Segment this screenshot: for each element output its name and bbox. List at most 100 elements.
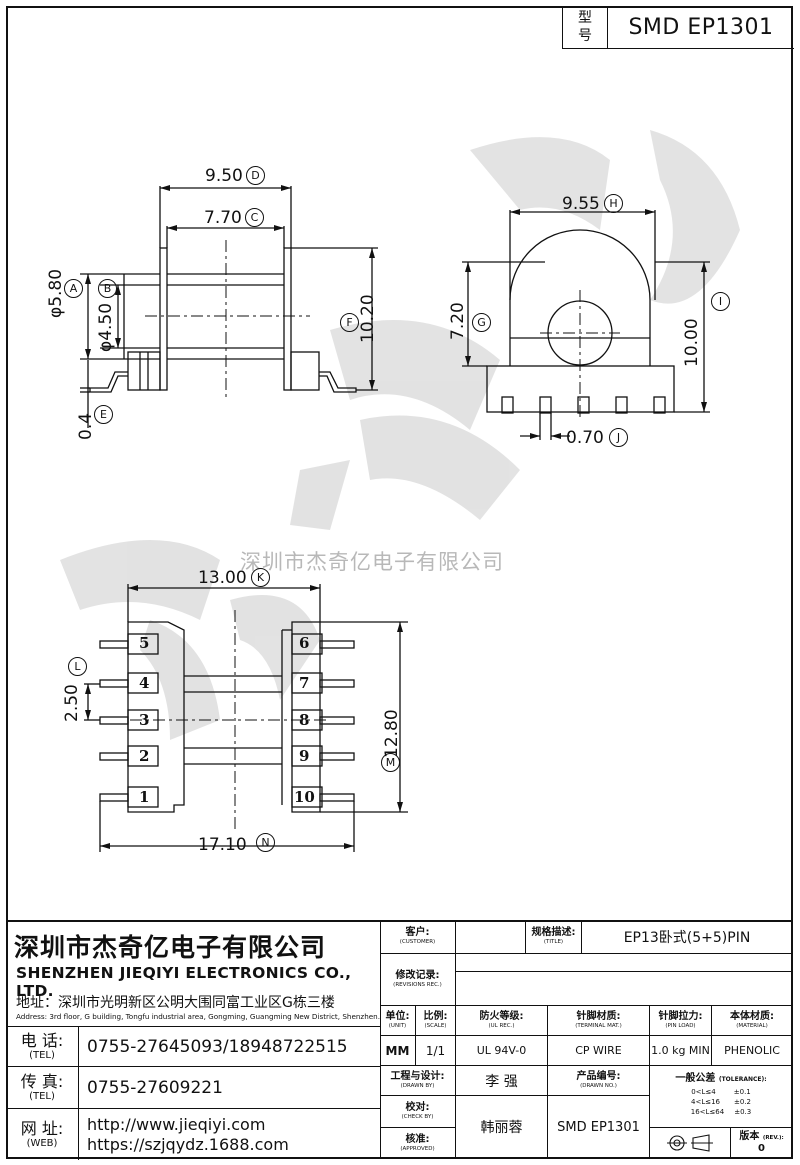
tolerance-range: 4<L≤16 [691,1098,720,1106]
dim-k-tag: K [251,568,270,587]
tolerance-label-en: (TOLERANCE): [718,1076,767,1083]
tolerance-title: 一般公差 (TOLERANCE): [675,1069,766,1084]
approved-label-cn: 核准: [405,1133,430,1145]
pinload-label: 针脚拉力: (PIN LOAD) [650,1006,712,1036]
pin-label-8: 8 [299,711,310,729]
terminal-label: 针脚材质: (TERMINAL MAT.) [548,1006,650,1036]
tolerance-value: ±0.1 [733,1088,751,1096]
tel-value: 0755-27645093/18948722515 [87,1037,348,1057]
dim-h-value: 9.55 [562,194,600,214]
unit-value: MM [380,1036,416,1066]
dim-d-value: 9.50 [205,166,243,186]
shop-link[interactable]: https://szjqydz.1688.com [87,1134,289,1154]
tolerance-row-1: 0<L≤4 ±0.1 [691,1087,751,1097]
rev-label: 版本 (REV.): [739,1131,783,1143]
rev-block: 版本 (REV.): 0 [731,1128,793,1159]
title-block [6,920,793,1161]
dim-n-value: 17.10 [198,835,247,855]
dim-j-value: 0.70 [566,428,604,448]
drawn-label-cn: 工程与设计: [390,1071,445,1082]
customer-label-en: (CUSTOMER) [399,939,436,945]
title-label-en: (TITLE) [543,939,564,945]
pin-label-6: 6 [299,634,310,652]
customer-label-cn: 客户: [405,927,430,938]
dim-c-tag: C [245,208,264,227]
material-label-cn: 本体材质: [730,1011,774,1022]
model-label-line2: 号 [578,28,592,44]
revisions-label: 修改记录: (REVISIONS REC.) [380,954,456,1006]
dim-g-tag: G [472,313,491,332]
pin-label-1: 1 [139,788,150,806]
dim-m-tag: M [381,753,400,772]
check-label-en: (CHECK BY) [401,1114,434,1120]
fax-label: 传 真: (TEL) [6,1067,79,1109]
approved-label: 核准: (APPROVED) [380,1128,456,1159]
check-label-cn: 校对: [405,1102,430,1113]
tel-row: 电 话: (TEL) 0755-27645093/18948722515 [6,1026,380,1067]
unit-label: 单位: (UNIT) [380,1006,416,1036]
tel-label: 电 话: (TEL) [6,1027,79,1067]
dim-h-tag: H [604,194,623,213]
drawn-no-label-en: (DRAWN NO.) [580,1083,617,1089]
tolerance-row-3: 16<L≤64 ±0.3 [691,1107,751,1117]
drawn-value: 李 强 [456,1066,548,1096]
tolerance-value: ±0.2 [734,1098,751,1106]
drawn-label-en: (DRAWN BY) [400,1083,435,1089]
rev-label-en: (REV.): [762,1135,784,1141]
pin-label-9: 9 [299,747,310,765]
website-link[interactable]: http://www.jieqiyi.com [87,1114,266,1134]
web-label-cn: 网 址: [20,1118,64,1138]
web-label: 网 址: (WEB) [6,1109,79,1160]
terminal-value: CP WIRE [548,1036,650,1066]
rev-value: 0 [758,1143,765,1154]
unit-label-en: (UNIT) [388,1023,407,1029]
revisions-line-1 [456,954,793,972]
dim-n-tag: N [256,833,275,852]
drawn-label: 工程与设计: (DRAWN BY) [380,1066,456,1096]
web-values: http://www.jieqiyi.com https://szjqydz.1… [79,1109,380,1160]
dim-m-value: 12.80 [382,709,402,758]
drawn-no-value: SMD EP1301 [548,1096,650,1159]
check-label: 校对: (CHECK BY) [380,1096,456,1128]
watermark-text: 深圳市杰奇亿电子有限公司 [240,550,504,574]
material-label-en: (MATERIAL) [736,1023,768,1029]
model-number: SMD EP1301 [628,14,774,40]
dim-l-tag: L [68,657,87,676]
pin-label-5: 5 [139,634,150,652]
check-value: 韩丽蓉 [456,1096,548,1159]
terminal-label-cn: 针脚材质: [576,1011,621,1022]
revisions-label-en: (REVISIONS REC.) [393,982,442,988]
material-label: 本体材质: (MATERIAL) [712,1006,793,1036]
dim-a-tag: A [64,279,83,298]
pin-label-4: 4 [139,674,150,692]
web-row: 网 址: (WEB) http://www.jieqiyi.com https:… [6,1108,380,1160]
company-address-en: Address: 3rd floor, G building, Tongfu i… [16,1012,381,1021]
tolerance-row-2: 4<L≤16 ±0.2 [691,1097,751,1107]
material-value: PHENOLIC [712,1036,793,1066]
customer-value [456,920,526,954]
model-label: 型 号 [563,6,608,48]
dim-f-tag: F [340,313,359,332]
spec-grid: 客户: (CUSTOMER) 规格描述: (TITLE) EP13卧式(5+5)… [380,920,793,1159]
scale-label: 比例: (SCALE) [416,1006,456,1036]
drawn-no-label-cn: 产品编号: [576,1071,621,1082]
model-label-line1: 型 [578,10,592,26]
unit-label-cn: 单位: [385,1011,410,1022]
company-name-cn: 深圳市杰奇亿电子有限公司 [14,933,327,962]
title-value: EP13卧式(5+5)PIN [582,920,793,954]
side-view-drawing [80,185,378,428]
pin-label-10: 10 [294,788,315,806]
front-view-drawing [462,209,710,440]
pin-label-7: 7 [299,674,310,692]
dim-c-value: 7.70 [204,208,242,228]
pin-label-2: 2 [139,747,150,765]
revisions-label-cn: 修改记录: [395,970,440,981]
dim-i-tag: I [711,292,730,311]
terminal-label-en: (TERMINAL MAT.) [575,1023,622,1029]
pinload-label-cn: 针脚拉力: [658,1011,703,1022]
scale-value: 1/1 [416,1036,456,1066]
company-address-cn: 地址：深圳市光明新区公明大围同富工业区G栋三楼 [16,995,335,1011]
rev-label-cn: 版本 [739,1131,760,1142]
model-box: 型 号 SMD EP1301 [562,6,794,49]
fax-row: 传 真: (TEL) 0755-27609221 [6,1066,380,1109]
